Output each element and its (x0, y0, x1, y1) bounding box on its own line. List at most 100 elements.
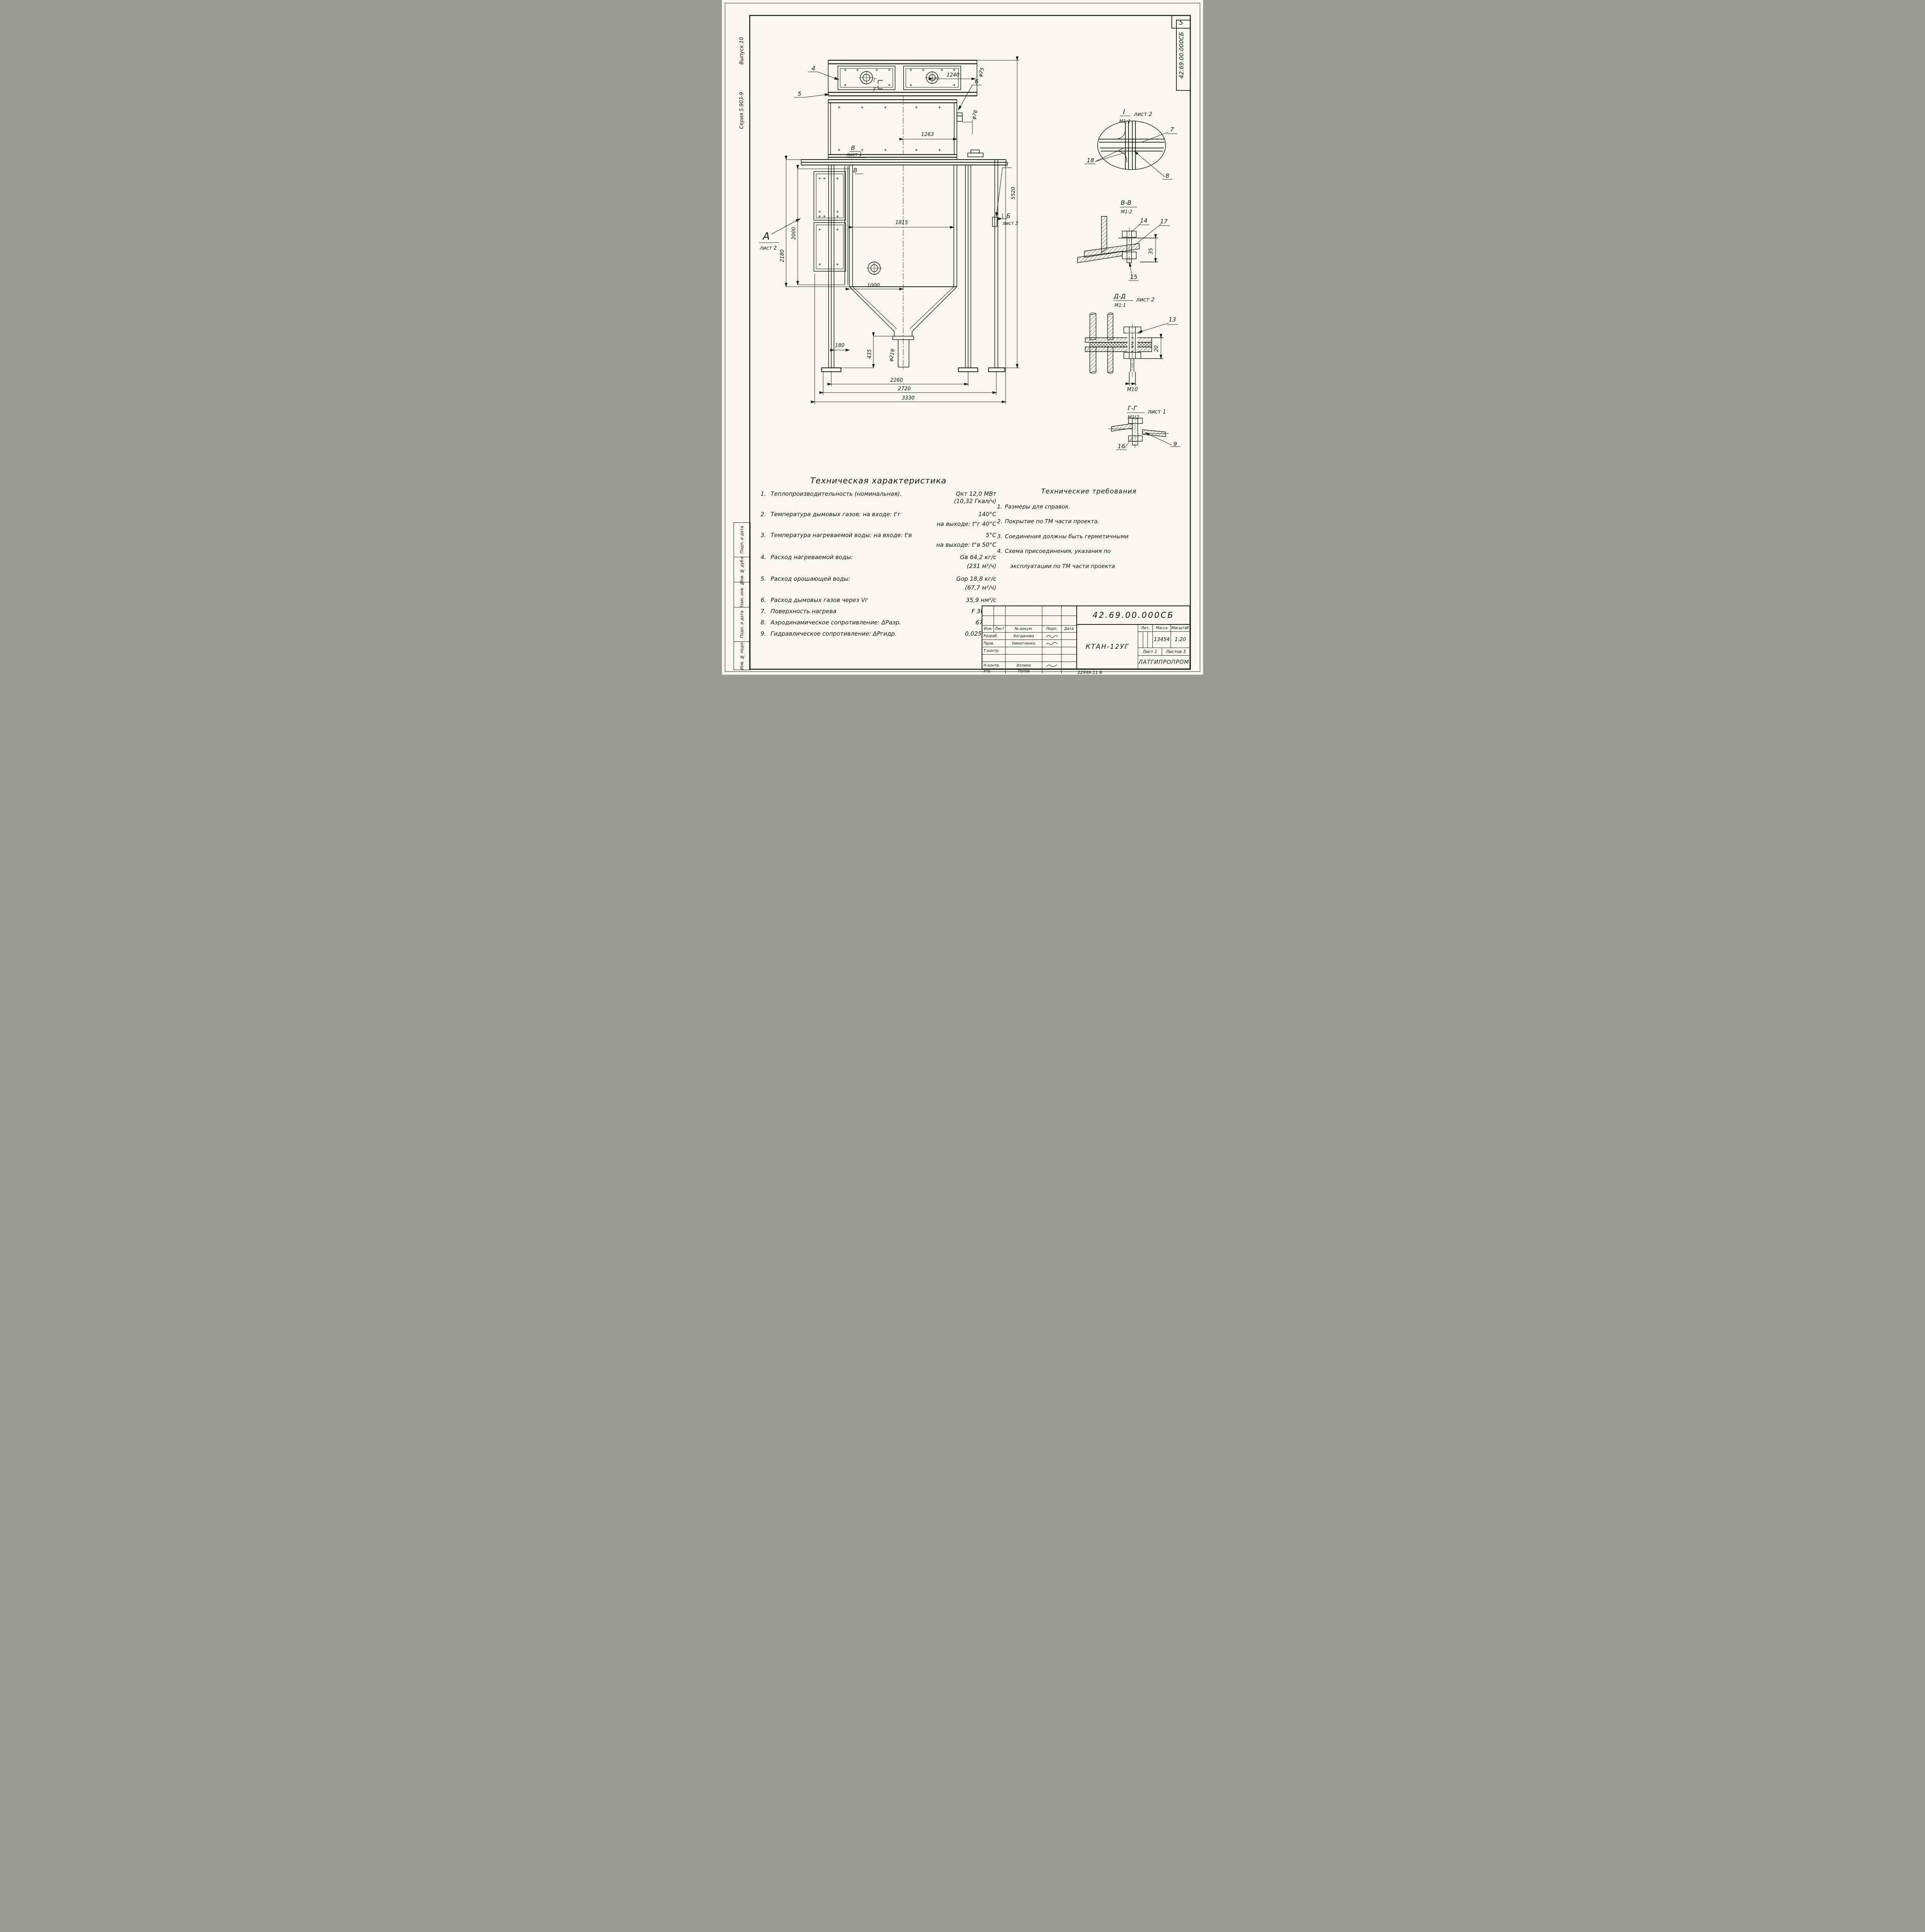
stamp-column: Подп. и дата Инв. № дубл. Взам. инв. № П… (734, 522, 751, 670)
dim-1815: 1815 (895, 220, 908, 226)
bottom-note: 22999-11 6 (1077, 670, 1102, 675)
tc-row: 2.Температура дымовых газов: на входе: t… (761, 510, 996, 518)
main-view (801, 60, 1006, 372)
tc-row: 4.Расход нагреваемой воды:Gв 64,2 кг/с (761, 553, 996, 561)
view-mark-v: В (853, 167, 857, 174)
tc-row: 5.Расход орошающей воды:Gор 18,8 кг/с (761, 575, 996, 582)
view-label-v-sheet: лист 1 (846, 152, 862, 157)
tick-crosses (844, 69, 955, 86)
section-DD (1085, 300, 1178, 386)
signature (1042, 662, 1062, 669)
tr-item: 1.Размеры для справок. (997, 504, 1071, 510)
upper-chamber (828, 96, 963, 160)
tc-row: 3.Температура нагреваемой воды: на входе… (761, 532, 996, 539)
person-row: Утв. Попов (982, 669, 1076, 673)
tc-row: 8.Аэродинамическое сопротивление: ΔРаэр.… (761, 619, 996, 626)
drawing-sheet: 5 42.69.00.000СБ (722, 0, 1203, 675)
main-dimensions (785, 56, 1020, 404)
sheets-total: Листов 3 (1166, 649, 1186, 654)
dim-435: 435 (867, 349, 873, 359)
sheet-number: Лист 1 (1138, 648, 1162, 655)
left-panels (814, 166, 848, 285)
dim-20: 20 (1154, 345, 1159, 352)
tc-row: (231 м³/ч) (967, 562, 996, 570)
section-BB-name: В-В (1121, 199, 1132, 206)
section-DD-sheet: лист 2 (1136, 297, 1154, 303)
main-dimension-labels: 1240 φ75 1263 φ76 1815 2000 2180 5520 10… (780, 67, 1016, 401)
section-DD-labels: Д-Д М1:1 лист 2 13 20 М10 (1113, 293, 1176, 393)
section-GG-name: Г-Г (1128, 405, 1137, 412)
item-name: КТАН-12УГ (1077, 625, 1138, 668)
person-row: Разраб. Богданова (982, 633, 1076, 640)
dim-M10: М10 (1127, 387, 1138, 393)
view-label-v: В (851, 145, 855, 151)
title-block-right: 42.69.00.000СБ КТАН-12УГ Лит. Масса Масш… (1077, 606, 1190, 668)
view-label-a-sheet: лист 2 (759, 245, 777, 251)
main-callouts (759, 71, 1012, 243)
person-row: Н.контр. Излиеи (982, 662, 1076, 669)
doc-code-vertical: 42.69.00.000СБ (1178, 32, 1185, 79)
callout-3: 3 (1005, 161, 1009, 168)
drawing-linework: 5 42.69.00.000СБ (725, 3, 1200, 672)
dim-5520: 5520 (1011, 187, 1016, 199)
section-BB-labels: В-В М1:2 14 17 35 15 (1121, 199, 1168, 281)
dim-2260: 2260 (890, 378, 903, 383)
revision-row (982, 606, 1076, 616)
dim-1240: 1240 (946, 72, 959, 78)
stamp-label: Подп. и дата (740, 526, 744, 554)
legs (821, 160, 1005, 372)
top-box (828, 60, 977, 97)
tech-characteristics-title: Техническая характеристика (810, 476, 947, 485)
dim-3330: 3330 (902, 395, 914, 401)
lit-header: Лит. (1138, 625, 1153, 631)
section-GG (1108, 412, 1180, 450)
sheet-frame (725, 3, 1200, 672)
stamp-cell: Инв. № подл. (734, 642, 750, 670)
callout-6: 6 (975, 78, 979, 85)
tick-crosses (819, 177, 839, 265)
tc-row: 1.Теплопроизводительность (номинальная).… (761, 490, 996, 497)
callout-4: 4 (812, 65, 815, 72)
main-body (849, 165, 957, 371)
view-label-a: А (762, 231, 770, 242)
tech-requirements: Технические требования 1.Размеры для спр… (997, 488, 1181, 578)
title-block-left: Изм. Лист № докум. Подп. Дата Разраб. Бо… (982, 606, 1077, 673)
mass-value: 13454 (1153, 632, 1171, 648)
detail-I (1084, 116, 1177, 180)
doc-code-box (1176, 20, 1191, 91)
head-doc: № докум. (1006, 626, 1042, 632)
tech-requirements-title: Технические требования (1041, 488, 1137, 495)
view-label-b: Б (1006, 212, 1011, 219)
scale-header: Масштаб (1171, 626, 1189, 630)
head-sign: Подп. (1042, 626, 1062, 632)
margin-issue-label: Выпуск 10 (739, 37, 745, 65)
view-label-b-sheet: лист 3 (1002, 221, 1018, 226)
dim-2720: 2720 (898, 386, 911, 392)
view-mark-g-bottom: Г (873, 87, 877, 92)
dim-180: 180 (835, 343, 845, 349)
callout-18: 18 (1087, 157, 1094, 164)
callout-5: 5 (798, 90, 802, 97)
stamp-label: Инв. № подл. (740, 642, 744, 670)
tr-item: 3.Соединения должны быть герметичными (997, 533, 1129, 540)
callout-17: 17 (1160, 218, 1168, 225)
view-mark-g-top: Г (873, 78, 877, 83)
section-BB-scale: М1:2 (1121, 209, 1132, 214)
dim-phi75: φ75 (977, 67, 985, 78)
tc-row: на выходе: t"г 40°С (936, 520, 996, 527)
signature (1042, 633, 1062, 639)
callout-14: 14 (1140, 217, 1147, 224)
section-GG-scale: М1:2 (1128, 415, 1139, 420)
tr-item: эксплуатации по ТМ части проекта (1010, 563, 1115, 570)
detail-I-name: I (1123, 108, 1125, 116)
stamp-cell: Подп. и дата (734, 523, 750, 557)
dim-phi76: φ76 (971, 109, 979, 120)
organization: ЛАТГИПРОПРОМ (1139, 659, 1189, 665)
section-GG-sheet: лист 1 (1147, 409, 1166, 415)
callout-9: 9 (1173, 440, 1177, 447)
tc-row: на выходе: t"в 50°С (936, 541, 996, 549)
doc-code: 42.69.00.000СБ (1077, 606, 1190, 625)
dim-2180: 2180 (780, 249, 785, 262)
dim-1263: 1263 (921, 132, 934, 138)
